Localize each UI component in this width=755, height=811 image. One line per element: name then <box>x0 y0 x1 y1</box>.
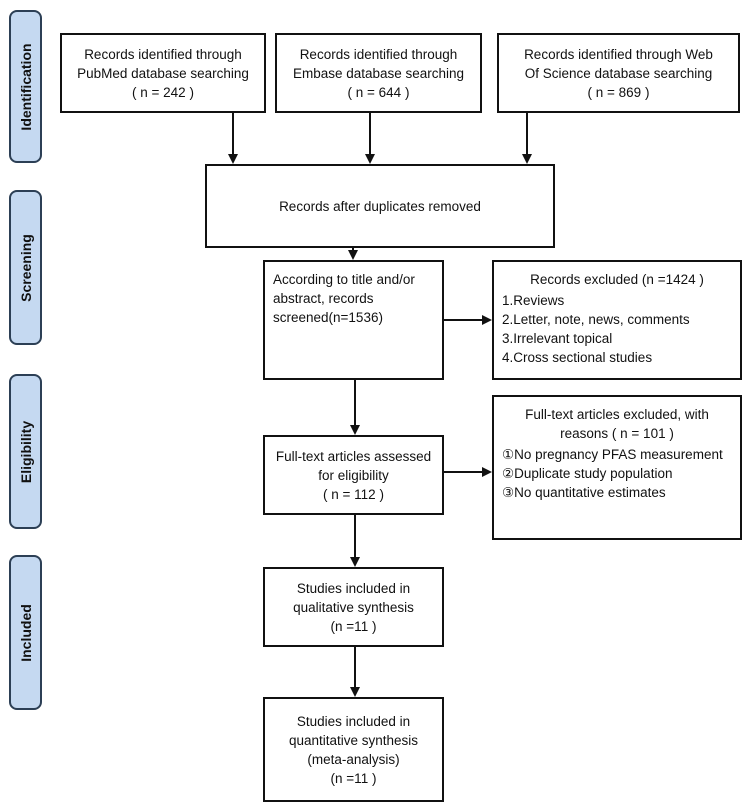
box-line: ( n = 242 ) <box>132 84 194 100</box>
box-line: (meta-analysis) <box>307 751 400 767</box>
duplicates-removed-box: Records after duplicates removed <box>205 164 555 248</box>
fulltext-excluded-box: Full-text articles excluded, with reason… <box>492 395 742 540</box>
box-line: ( n = 869 ) <box>587 84 650 100</box>
source-pubmed-box: Records identified through PubMed databa… <box>60 33 266 113</box>
box-line: PubMed database searching <box>77 65 249 81</box>
exclusion-item: ②Duplicate study population <box>502 466 673 481</box>
records-screened-box: According to title and/or abstract, reco… <box>263 260 444 380</box>
fulltext-assessed-box: Full-text articles assessed for eligibil… <box>263 435 444 515</box>
box-title: Full-text articles excluded, with <box>525 407 709 422</box>
box-line: Of Science database searching <box>524 65 713 81</box>
box-line: According to title and/or <box>273 272 415 287</box>
quantitative-synthesis-box: Studies included in quantitative synthes… <box>263 697 444 802</box>
box-line: (n =11 ) <box>330 770 377 786</box>
source-wos-box: Records identified through Web Of Scienc… <box>497 33 740 113</box>
phase-eligibility: Eligibility <box>9 374 42 529</box>
box-line: for eligibility <box>318 467 389 483</box>
phase-included: Included <box>9 555 42 710</box>
exclusion-item: 3.Irrelevant topical <box>502 331 613 346</box>
box-line: Records after duplicates removed <box>279 198 481 214</box>
box-line: Studies included in <box>296 580 411 596</box>
box-line: quantitative synthesis <box>288 732 419 748</box>
exclusion-item: 1.Reviews <box>502 293 565 308</box>
source-embase-box: Records identified through Embase databa… <box>275 33 482 113</box>
phase-screening: Screening <box>9 190 42 345</box>
box-title: Records excluded (n =1424 ) <box>530 272 704 287</box>
box-line: Records identified through Web <box>524 46 713 62</box>
qualitative-synthesis-box: Studies included in qualitative synthesi… <box>263 567 444 647</box>
box-line: ( n = 644 ) <box>347 84 410 100</box>
phase-identification: Identification <box>9 10 42 163</box>
exclusion-item: ①No pregnancy PFAS measurement <box>502 447 723 462</box>
box-line: Embase database searching <box>292 65 465 81</box>
exclusion-item: 2.Letter, note, news, comments <box>502 312 690 327</box>
records-excluded-box: Records excluded (n =1424 ) 1.Reviews 2.… <box>492 260 742 380</box>
exclusion-item: ③No quantitative estimates <box>502 485 666 500</box>
box-line: Studies included in <box>296 713 411 729</box>
box-line: Full-text articles assessed <box>275 448 432 464</box>
box-line: ( n = 112 ) <box>323 486 384 502</box>
exclusion-item: 4.Cross sectional studies <box>502 350 653 365</box>
box-line: qualitative synthesis <box>293 599 414 615</box>
box-line: (n =11 ) <box>330 618 377 634</box>
box-line: screened(n=1536) <box>273 310 383 325</box>
box-line: Records identified through <box>299 46 458 62</box>
box-title: reasons ( n = 101 ) <box>560 426 674 441</box>
box-line: Records identified through <box>84 46 242 62</box>
box-line: abstract, records <box>273 291 374 306</box>
